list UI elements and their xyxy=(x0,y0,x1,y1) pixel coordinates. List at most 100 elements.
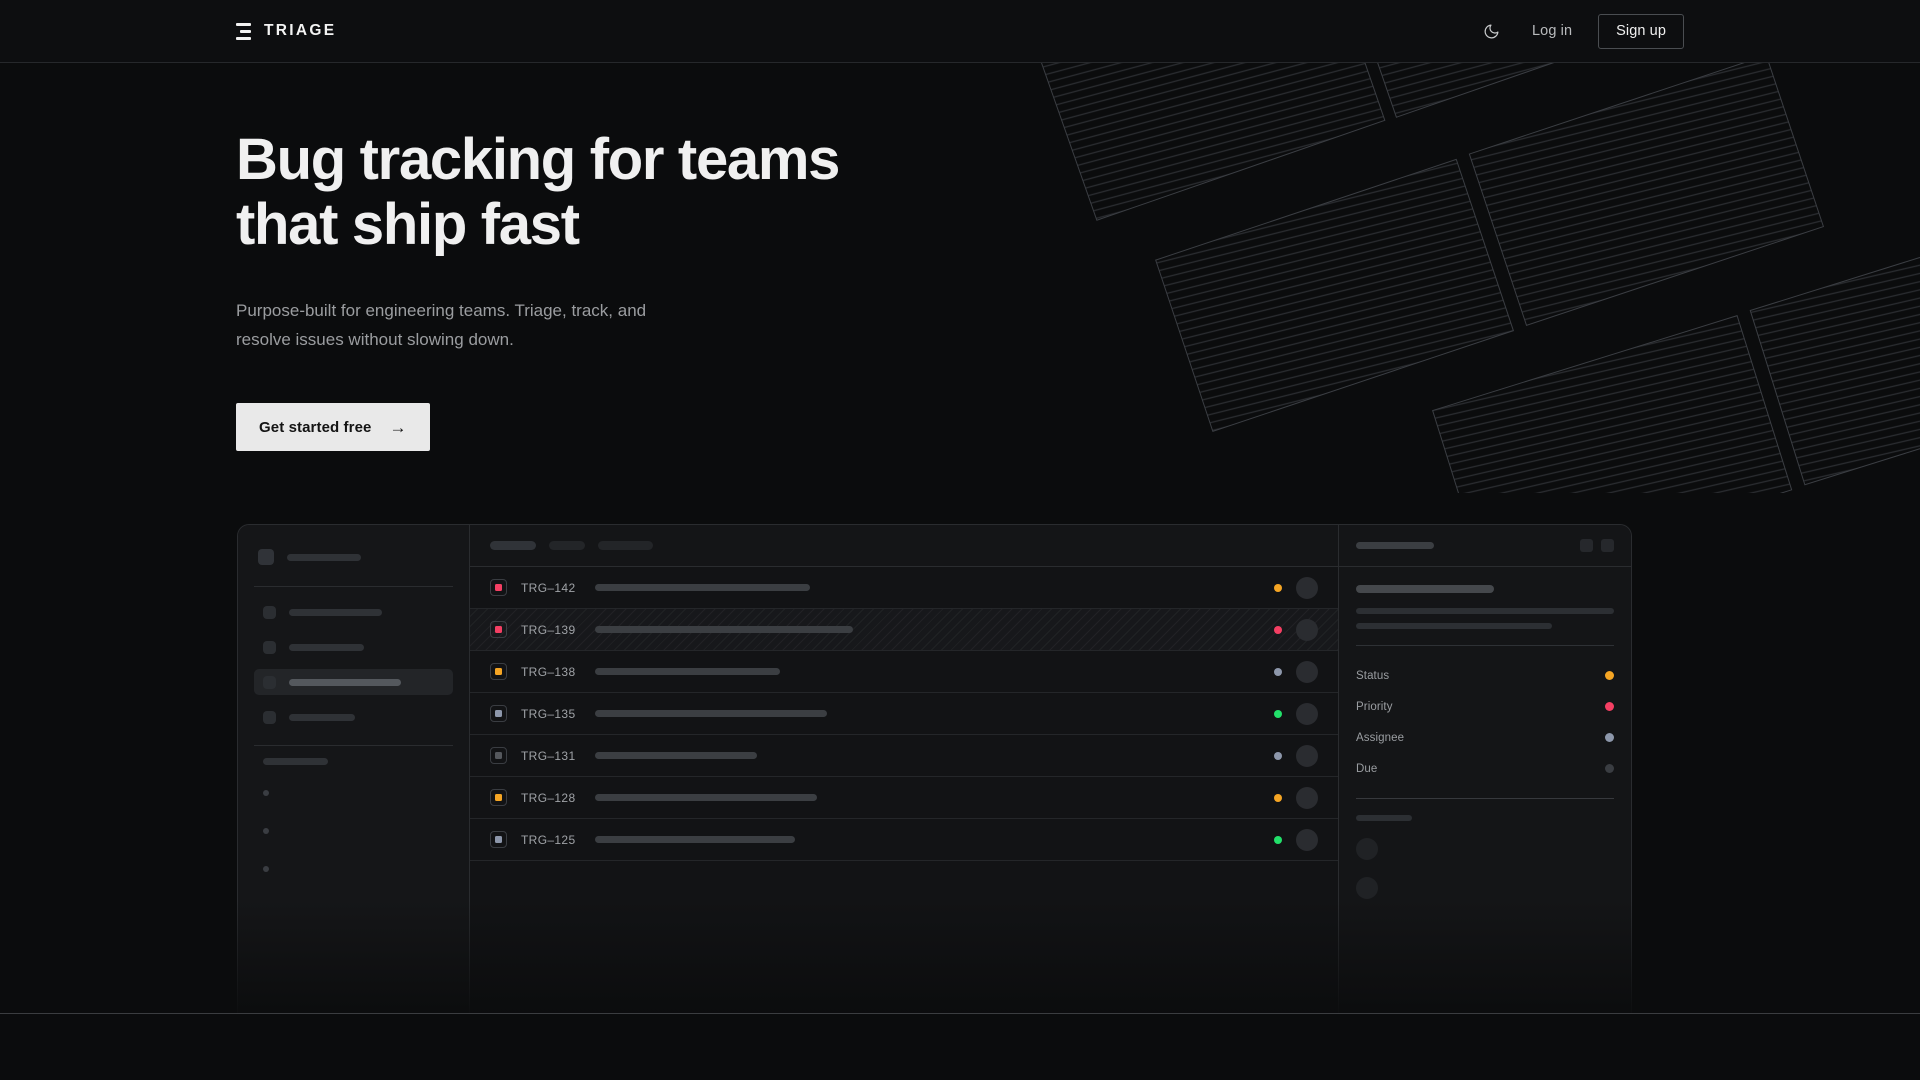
hero-subtitle: Purpose-built for engineering teams. Tri… xyxy=(236,296,706,354)
login-link[interactable]: Log in xyxy=(1532,23,1572,39)
assignee-avatar[interactable] xyxy=(1296,703,1318,725)
detail-breadcrumb-skeleton xyxy=(1356,542,1434,549)
comment-avatar-1[interactable] xyxy=(1356,838,1378,860)
status-dot-icon xyxy=(1274,710,1282,718)
meta-value-dot-icon xyxy=(1605,764,1614,773)
detail-body-line-2 xyxy=(1356,623,1552,629)
signup-button[interactable]: Sign up xyxy=(1598,14,1684,49)
sidebar-sub-item-3[interactable] xyxy=(254,858,453,880)
priority-icon xyxy=(490,747,507,764)
status-dot-icon xyxy=(1274,626,1282,634)
comment-avatars xyxy=(1356,838,1614,899)
sub-item-dot-icon xyxy=(263,790,269,796)
issue-title-skeleton xyxy=(595,668,780,675)
issue-row[interactable]: TRG–142 xyxy=(470,567,1338,609)
get-started-button[interactable]: Get started free → xyxy=(236,403,430,451)
arrow-right-icon: → xyxy=(389,419,406,436)
meta-label: Priority xyxy=(1356,701,1393,713)
detail-panel-body: StatusPriorityAssigneeDue xyxy=(1339,567,1631,1013)
brand-logo[interactable]: TRIAGE xyxy=(236,22,336,40)
detail-body-line-1 xyxy=(1356,608,1614,614)
sidebar-item-icon xyxy=(263,606,276,619)
issue-title-skeleton xyxy=(595,584,810,591)
square-button-icon-2[interactable] xyxy=(1601,539,1614,552)
issue-title-skeleton xyxy=(595,794,817,801)
issue-row[interactable]: TRG–131 xyxy=(470,735,1338,777)
issue-title-skeleton xyxy=(595,626,853,633)
sidebar-nav-item-4[interactable] xyxy=(254,704,453,730)
priority-icon xyxy=(490,621,507,638)
moon-icon[interactable] xyxy=(1476,16,1506,46)
brand-name: TRIAGE xyxy=(264,22,336,40)
issue-id: TRG–135 xyxy=(521,707,587,721)
assignee-avatar[interactable] xyxy=(1296,661,1318,683)
issue-id: TRG–128 xyxy=(521,791,587,805)
detail-panel-header xyxy=(1339,525,1631,567)
issue-row[interactable]: TRG–139 xyxy=(470,609,1338,651)
issue-row-meta xyxy=(1250,703,1318,725)
meta-row-due[interactable]: Due xyxy=(1356,753,1614,784)
workspace-name-skeleton xyxy=(287,554,361,561)
issue-row[interactable]: TRG–138 xyxy=(470,651,1338,693)
issue-title-skeleton xyxy=(595,836,795,843)
issue-row[interactable]: TRG–128 xyxy=(470,777,1338,819)
section-divider xyxy=(0,1013,1920,1014)
sidebar-item-label-skeleton xyxy=(289,644,364,651)
meta-label: Assignee xyxy=(1356,732,1404,744)
detail-meta-list: StatusPriorityAssigneeDue xyxy=(1356,660,1614,784)
meta-row-priority[interactable]: Priority xyxy=(1356,691,1614,722)
priority-icon xyxy=(490,831,507,848)
issue-row-meta xyxy=(1250,661,1318,683)
issue-title-skeleton xyxy=(595,752,757,759)
issue-rows-container: TRG–142TRG–139TRG–138TRG–135TRG–131TRG–1… xyxy=(470,567,1338,861)
assignee-avatar[interactable] xyxy=(1296,577,1318,599)
sidebar-item-icon xyxy=(263,641,276,654)
sidebar-nav-item-2[interactable] xyxy=(254,634,453,660)
assignee-avatar[interactable] xyxy=(1296,745,1318,767)
assignee-avatar[interactable] xyxy=(1296,619,1318,641)
mockup-issue-list: TRG–142TRG–139TRG–138TRG–135TRG–131TRG–1… xyxy=(470,525,1339,1013)
filter-chip-1[interactable] xyxy=(490,541,536,550)
issue-id: TRG–142 xyxy=(521,581,587,595)
meta-row-assignee[interactable]: Assignee xyxy=(1356,722,1614,753)
filter-chip-3[interactable] xyxy=(598,541,653,550)
workspace-avatar-icon xyxy=(258,549,274,565)
issue-row-meta xyxy=(1250,745,1318,767)
issue-row[interactable]: TRG–125 xyxy=(470,819,1338,861)
issue-row-meta xyxy=(1250,619,1318,641)
square-button-icon-1[interactable] xyxy=(1580,539,1593,552)
hero-section: Bug tracking for teams that ship fast Pu… xyxy=(236,63,1036,451)
issue-row-meta xyxy=(1250,829,1318,851)
issue-row[interactable]: TRG–135 xyxy=(470,693,1338,735)
issue-id: TRG–125 xyxy=(521,833,587,847)
sidebar-nav-item-1[interactable] xyxy=(254,599,453,625)
sidebar-workspace-item[interactable] xyxy=(254,543,453,571)
sidebar-item-label-skeleton xyxy=(289,679,401,686)
issue-id: TRG–139 xyxy=(521,623,587,637)
sidebar-item-icon xyxy=(263,711,276,724)
comment-avatar-2[interactable] xyxy=(1356,877,1378,899)
status-dot-icon xyxy=(1274,584,1282,592)
assignee-avatar[interactable] xyxy=(1296,787,1318,809)
issue-row-meta xyxy=(1250,577,1318,599)
issue-id: TRG–138 xyxy=(521,665,587,679)
sidebar-sub-item-1[interactable] xyxy=(254,782,453,804)
meta-value-dot-icon xyxy=(1605,702,1614,711)
meta-row-status[interactable]: Status xyxy=(1356,660,1614,691)
assignee-avatar[interactable] xyxy=(1296,829,1318,851)
sidebar-divider-top xyxy=(254,586,453,587)
issue-row-meta xyxy=(1250,787,1318,809)
detail-divider xyxy=(1356,645,1614,646)
sidebar-divider-bottom xyxy=(254,745,453,746)
status-dot-icon xyxy=(1274,836,1282,844)
status-dot-icon xyxy=(1274,752,1282,760)
sidebar-nav-item-3[interactable] xyxy=(254,669,453,695)
sidebar-sub-list xyxy=(254,782,453,880)
page-title: Bug tracking for teams that ship fast xyxy=(236,128,1036,258)
mockup-detail-panel: StatusPriorityAssigneeDue xyxy=(1339,525,1631,1013)
filter-chip-2[interactable] xyxy=(549,541,585,550)
sub-item-dot-icon xyxy=(263,866,269,872)
priority-icon xyxy=(490,579,507,596)
sidebar-sub-item-2[interactable] xyxy=(254,820,453,842)
